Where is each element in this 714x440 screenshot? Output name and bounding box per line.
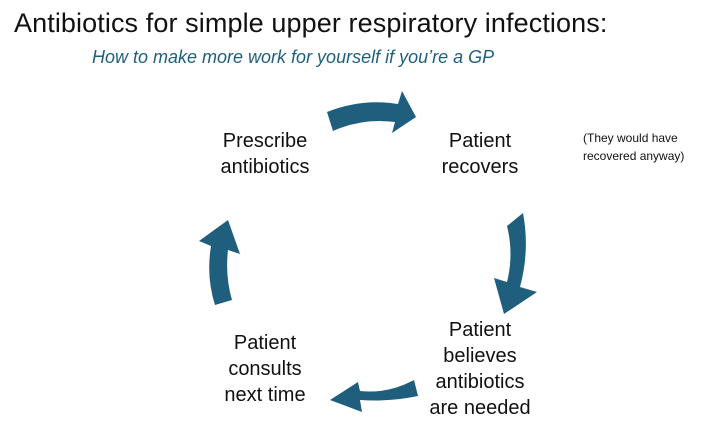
arrow-consults-to-prescribe — [199, 220, 240, 305]
slide-subtitle: How to make more work for yourself if yo… — [92, 47, 495, 67]
node-patient-recovers: Patient recovers — [412, 128, 548, 180]
node-line: antibiotics — [435, 371, 525, 393]
side-note: (They would have recovered anyway) — [583, 129, 684, 165]
node-line: antibiotics — [220, 156, 310, 178]
slide-title: Antibiotics for simple upper respiratory… — [14, 8, 608, 38]
node-line: Patient — [233, 332, 297, 354]
node-line: Prescribe — [222, 130, 308, 152]
arrow-recovers-to-believes — [494, 213, 537, 314]
node-prescribe-antibiotics: Prescribe antibiotics — [195, 128, 335, 180]
note-line: recovered anyway) — [583, 149, 685, 163]
node-line: next time — [224, 384, 306, 406]
node-line: Patient — [448, 130, 512, 152]
node-patient-believes: Patient believes antibiotics are needed — [405, 317, 555, 421]
node-patient-consults: Patient consults next time — [197, 330, 333, 408]
node-line: are needed — [429, 397, 531, 419]
node-line: recovers — [441, 156, 519, 178]
note-line: (They would have — [583, 131, 678, 145]
node-line: consults — [228, 358, 302, 380]
arrow-believes-to-consults — [330, 380, 418, 412]
node-line: believes — [443, 345, 517, 367]
arrow-prescribe-to-recovers — [327, 91, 416, 133]
node-line: Patient — [448, 319, 512, 341]
